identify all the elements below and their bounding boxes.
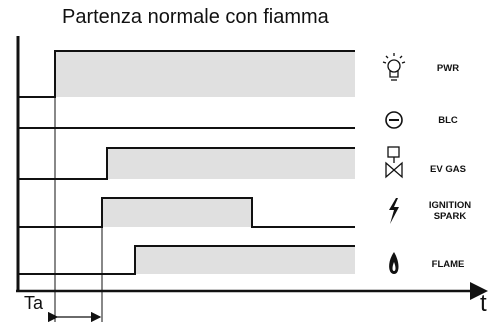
ta-label: Ta — [24, 293, 44, 313]
block-icon — [385, 111, 403, 129]
lightbulb-icon — [382, 53, 406, 81]
signal-waveform-ev-gas — [18, 147, 355, 180]
signal-waveform-flame — [18, 245, 355, 275]
signal-on-area-flame — [135, 246, 355, 274]
ignition-spark-label-text: IGNITION SPARK — [428, 200, 472, 222]
signal-on-area-ignition — [102, 198, 252, 227]
signal-label-ignition-spark: IGNITION SPARK — [422, 200, 478, 222]
signal-on-area-pwr — [55, 51, 355, 97]
signal-label-flame: FLAME — [431, 259, 465, 270]
gas-valve-icon — [385, 146, 403, 179]
flame-icon — [389, 252, 399, 274]
signal-on-area-ev-gas — [107, 148, 355, 179]
time-axis-arrowhead — [470, 282, 488, 300]
time-axis-label: t — [480, 290, 487, 317]
signal-label-ev-gas: EV GAS — [430, 164, 466, 175]
spark-icon — [389, 198, 399, 224]
diagram-title: Partenza normale con fiamma — [62, 6, 329, 28]
signal-waveform-ignition — [18, 197, 355, 228]
signal-label-pwr: PWR — [436, 63, 460, 74]
signal-label-blc: BLC — [438, 115, 458, 126]
